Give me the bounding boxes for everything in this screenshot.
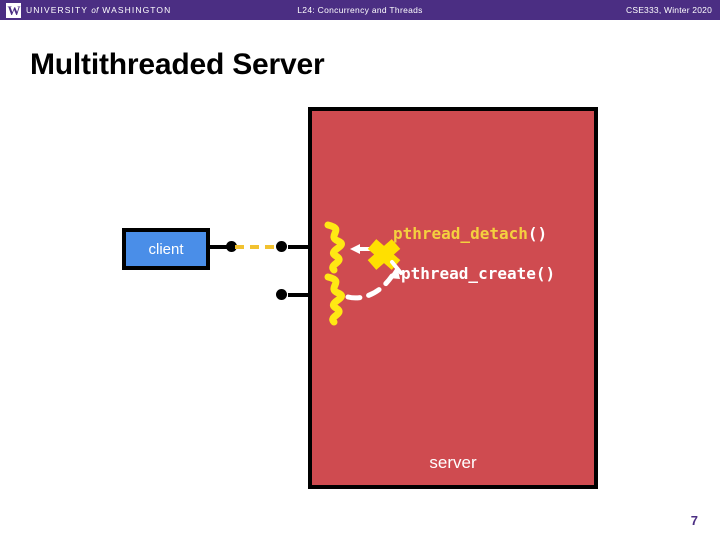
slide-header-bar xyxy=(0,0,720,20)
server-box: server xyxy=(308,107,598,489)
client-socket-dot xyxy=(226,241,237,252)
server-socket-dot-bottom xyxy=(276,289,287,300)
uw-w-logo-icon: W xyxy=(6,2,21,18)
client-server-connection-dashes xyxy=(235,245,280,249)
uw-logo-text: UNIVERSITY of WASHINGTON xyxy=(26,5,171,15)
pthread-detach-label: pthread_detach() xyxy=(393,224,547,243)
uw-logo: W UNIVERSITY of WASHINGTON xyxy=(6,2,171,18)
server-socket-stub-top xyxy=(288,245,310,249)
pthread-detach-parens: () xyxy=(527,224,548,243)
client-box: client xyxy=(122,228,210,270)
page-number: 7 xyxy=(690,513,698,528)
page-title: Multithreaded Server xyxy=(30,48,325,81)
client-socket-stub xyxy=(210,245,232,249)
uw-logo-text-of: of xyxy=(91,6,99,15)
pthread-create-label: pthread_create() xyxy=(401,264,555,283)
uw-logo-text-washington: WASHINGTON xyxy=(102,5,172,15)
course-term-label: CSE333, Winter 2020 xyxy=(625,5,712,15)
client-label: client xyxy=(148,240,184,258)
lecture-title: L24: Concurrency and Threads xyxy=(297,5,423,15)
server-label: server xyxy=(429,453,477,472)
pthread-detach-func: pthread_detach xyxy=(393,224,528,243)
pthread-create-parens: () xyxy=(535,264,556,283)
pthread-create-func: pthread_create xyxy=(401,264,536,283)
uw-logo-text-university: UNIVERSITY xyxy=(26,5,88,15)
server-socket-stub-bottom xyxy=(288,293,310,297)
server-socket-dot-top xyxy=(276,241,287,252)
